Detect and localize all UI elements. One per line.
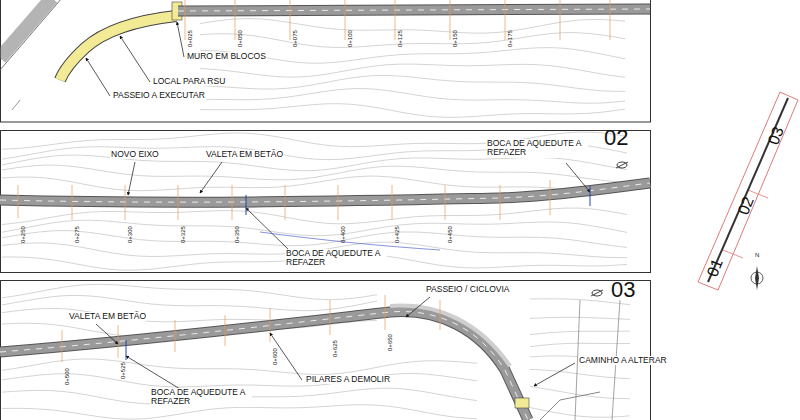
chainage-label: 0+525 [120,361,127,380]
callout-label: MURO EM BLOCOS [186,52,267,61]
sheet-frame [1,281,651,420]
chainage-label: 0+275 [74,225,81,244]
callout-label: PASSEIO A EXECUTAR [112,91,206,100]
callout-label: BOCA DE AQUEDUTE A REFAZER [285,249,387,268]
chainage-label: 0+175 [507,29,514,48]
cycle-path [390,306,510,366]
chainage-label: 0+625 [332,339,339,358]
road-axis [178,9,650,11]
sheet-marker [591,162,628,296]
station-ticks [18,0,610,362]
chainage-label: 0+400 [340,225,347,244]
road-axis [0,183,650,202]
sheet-number: 03 [610,279,636,301]
chainage-label: 0+125 [397,29,404,48]
chainage-label: 0+250 [20,225,27,244]
callout-label: VALETA EM BETÃO [68,312,147,321]
chainage-label: 0+025 [187,29,194,48]
callout-label: PASSEIO / CICLOVIA [425,285,510,294]
chainage-label: 0+500 [64,367,71,386]
callout-label: NOVO EIXO [110,150,160,159]
road-edge [0,183,650,202]
road-surface [0,312,528,420]
chainage-label: 0+075 [292,29,299,48]
leader-lines [86,22,590,389]
chainage-label: 0+425 [394,225,401,244]
callout-label: VALETA EM BETÃO [205,150,284,159]
existing-road [0,0,52,58]
road-surface [0,183,650,202]
chainage-label: 0+100 [347,29,354,48]
callout-label: PILARES A DEMOLIR [305,375,391,384]
roads [0,9,650,420]
chainage-label: 0+050 [237,29,244,48]
road-edge [0,312,528,420]
north-label: N [754,252,760,259]
sidewalk [60,16,176,80]
chainage-label: 0+350 [234,225,241,244]
culvert-marks [126,186,590,360]
sheet-frame [1,131,651,273]
path-to-alter [540,392,600,420]
key-map [698,92,798,290]
callout-label: BOCA DE AQUEDUTE A REFAZER [486,139,588,158]
chainage-label: 0+450 [447,225,454,244]
sidewalk-outline [60,16,176,80]
callout-label: LOCAL PARA RSU [152,77,226,86]
callout-label: BOCA DE AQUEDUTE A REFAZER [150,388,252,407]
chainage-label: 0+650 [387,333,394,352]
sheet-number: 02 [603,127,629,149]
chainage-label: 0+150 [452,29,459,48]
sidewalk [515,398,529,408]
chainage-label: 0+300 [127,225,134,244]
chainage-label: 0+325 [180,225,187,244]
callout-label: CAMINHO A ALTERAR [578,356,668,365]
chainage-label: 0+600 [272,347,279,366]
road-axis [0,312,528,420]
road-edge [12,100,20,110]
road-edge [178,9,650,11]
contour-lines [2,19,630,420]
road-edge [0,0,62,70]
sheet-frame [1,0,651,122]
water-line [260,232,440,250]
road-surface [178,9,650,11]
